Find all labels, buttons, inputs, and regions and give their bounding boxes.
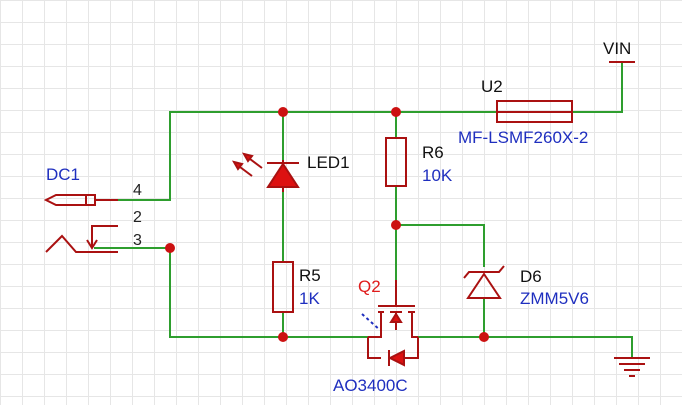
led1-ref: LED1	[307, 153, 350, 172]
junctions	[165, 107, 489, 342]
junction-dot	[278, 107, 288, 117]
led1[interactable]: LED1	[231, 152, 350, 192]
dc1-jack[interactable]: DC1 4 2 3	[43, 165, 142, 253]
vin-net[interactable]: VIN	[603, 39, 635, 63]
r5-ref: R5	[299, 266, 321, 285]
u2-ref: U2	[481, 77, 503, 96]
q2-value: AO3400C	[333, 376, 408, 395]
fuse-symbol	[496, 100, 573, 123]
vin-label: VIN	[603, 39, 631, 58]
wire-to-zener	[395, 224, 485, 267]
wire-left-down	[169, 247, 284, 338]
q2-ref: Q2	[358, 277, 381, 296]
junction-dot	[391, 220, 401, 230]
r6[interactable]: R6 10K	[385, 137, 453, 187]
dc1-pin-label: 2	[133, 209, 142, 226]
dc-jack-symbol	[43, 194, 118, 253]
d6-value: ZMM5V6	[520, 289, 589, 308]
nmos-symbol	[361, 280, 419, 367]
r5[interactable]: R5 1K	[272, 261, 321, 313]
d6-zener[interactable]: D6 ZMM5V6	[463, 265, 589, 308]
r6-value: 10K	[422, 166, 453, 185]
dc1-pin-label: 3	[133, 232, 142, 249]
resistor-symbol	[385, 137, 407, 187]
u2-value: MF-LSMF260X-2	[458, 128, 588, 147]
wire-dc1-pin4	[94, 111, 171, 201]
d6-ref: D6	[520, 267, 542, 286]
junction-dot	[391, 107, 401, 117]
dc1-ref: DC1	[46, 165, 80, 184]
ground-symbol[interactable]	[614, 357, 650, 377]
u2-fuse[interactable]: U2 MF-LSMF260X-2	[458, 77, 588, 147]
led-symbol	[231, 152, 300, 192]
r6-ref: R6	[422, 143, 444, 162]
wire-fuse-to-vin	[571, 61, 623, 113]
zener-symbol	[463, 265, 505, 299]
wires	[94, 61, 633, 359]
wire-r5-bottom	[282, 311, 369, 338]
r5-value: 1K	[299, 289, 320, 308]
junction-dot	[165, 243, 175, 253]
junction-dot	[479, 332, 489, 342]
q2-mosfet[interactable]: Q2 AO3400C	[333, 277, 419, 395]
dc1-pin-label: 4	[133, 182, 142, 199]
wire-gnd-rail	[417, 336, 633, 359]
resistor-symbol	[272, 261, 294, 313]
junction-dot	[278, 332, 288, 342]
